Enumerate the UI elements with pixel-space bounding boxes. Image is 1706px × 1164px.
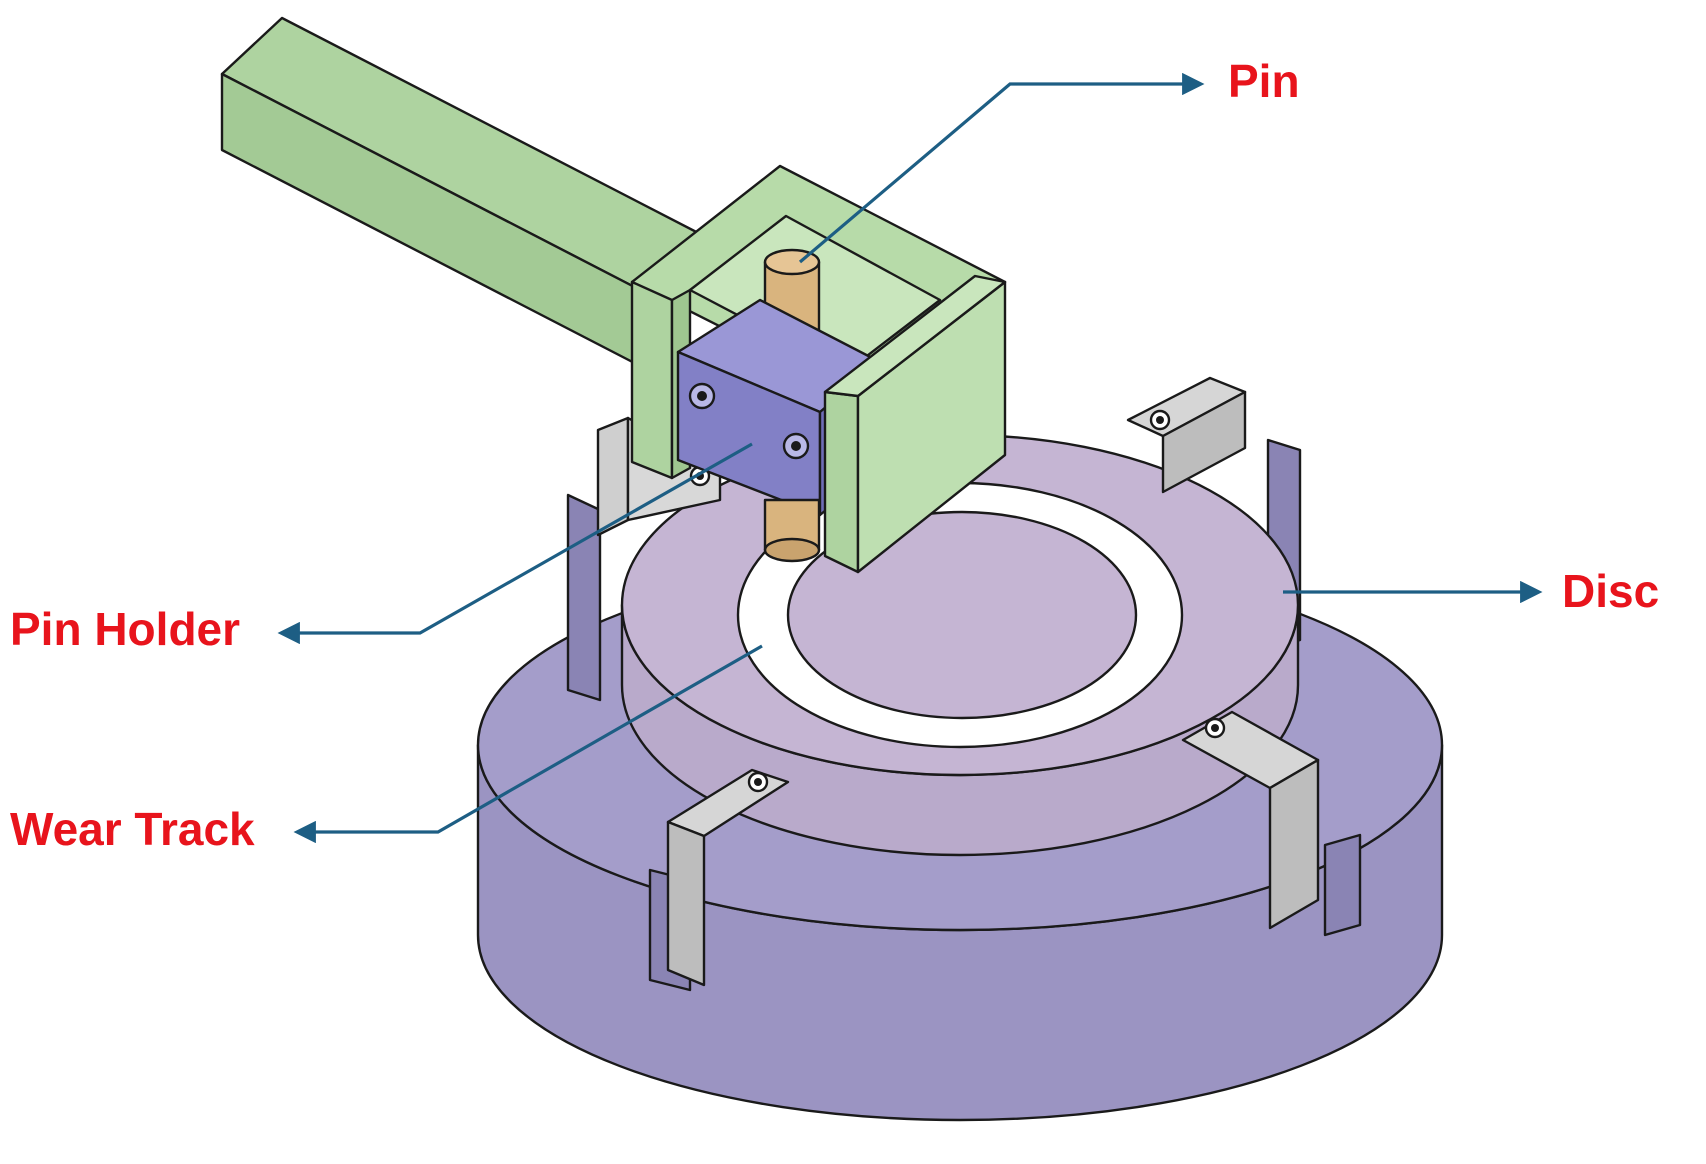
pin-holder-leader-line: [277, 442, 753, 645]
pin-leader-line: [798, 72, 1205, 264]
pin-label: Pin: [1228, 55, 1300, 107]
pin-holder-frame-front: [823, 274, 1007, 574]
pin-holder-label: Pin Holder: [10, 603, 240, 655]
pin-lower: [763, 498, 821, 563]
clamp-front-left: [666, 768, 790, 987]
clamp-front-right: [1181, 710, 1320, 930]
wear-track-label: Wear Track: [10, 803, 255, 855]
clamp-back-right: [1126, 376, 1247, 494]
disc-label: Disc: [1562, 565, 1659, 617]
wear-track-leader-line: [293, 644, 763, 844]
